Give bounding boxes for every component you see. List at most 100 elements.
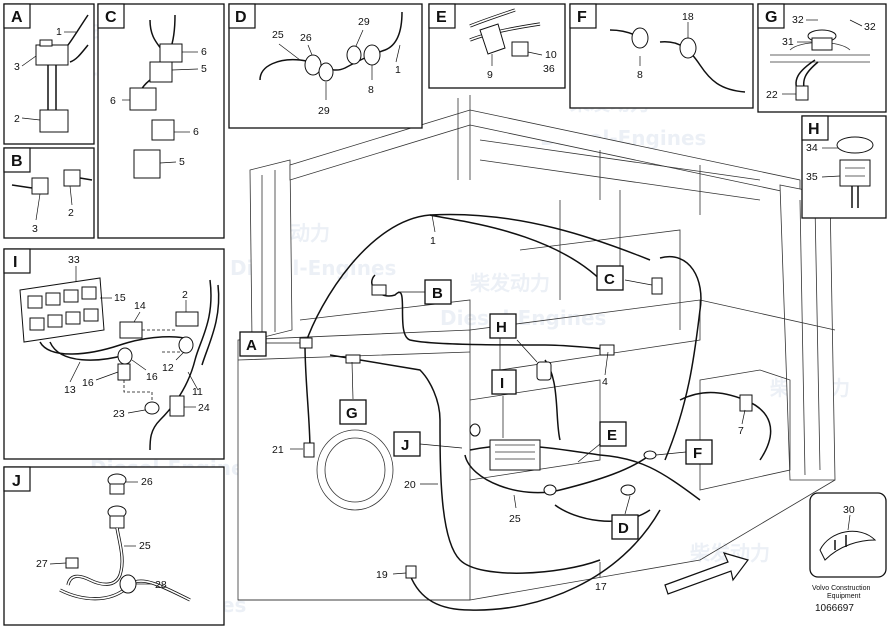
credit-line-2: Equipment (827, 593, 861, 600)
part-label: 6 (193, 126, 199, 138)
part-label: 16 (82, 377, 94, 389)
part-label: 30 (843, 504, 855, 516)
part-label: 32 (864, 21, 876, 33)
part-label: 7 (738, 425, 744, 437)
part-label: 18 (682, 11, 694, 23)
part-label: 21 (272, 444, 284, 456)
callout-letter: G (346, 405, 358, 422)
callout-letter: J (401, 437, 409, 454)
part-label: 23 (113, 408, 125, 420)
panel-letter: I (13, 254, 17, 271)
detail-panel-G: G 32 32 31 22 (757, 3, 887, 113)
part-label: 8 (637, 69, 643, 81)
callout-C[interactable] (596, 265, 624, 291)
part-label: 4 (602, 376, 608, 388)
detail-panel-30: 30 (809, 492, 887, 578)
part-label: 26 (141, 476, 153, 488)
panel-letter: E (436, 9, 447, 26)
cab-frame (237, 95, 836, 601)
part-label: 9 (487, 69, 493, 81)
main-labels: 1 4 7 21 20 25 19 17 (272, 214, 746, 593)
callout-letter: D (618, 520, 629, 537)
detail-panel-D: D 25 26 29 1 8 29 (228, 3, 423, 129)
callout-B[interactable] (424, 279, 452, 305)
grommet (543, 484, 557, 496)
part-label: 3 (32, 223, 38, 235)
part-label: 28 (155, 579, 167, 591)
part-label: 22 (766, 89, 778, 101)
part-label: 27 (36, 558, 48, 570)
part-label: 20 (404, 479, 416, 491)
part-label: 6 (110, 95, 116, 107)
part-label: 15 (114, 292, 126, 304)
part-label: 1 (56, 26, 62, 38)
detail-panel-F: F 18 8 (569, 3, 754, 109)
relay-block (489, 439, 541, 471)
part-label: 36 (543, 63, 555, 75)
part-label: 3 (14, 61, 20, 73)
part-number: 1066697 (815, 603, 854, 614)
detail-panel-J: J 26 25 27 28 (3, 466, 225, 626)
panel-letter: F (577, 9, 587, 26)
part-label: 19 (376, 569, 388, 581)
part-label: 33 (68, 254, 80, 266)
detail-panel-E: E 9 10 36 (428, 3, 566, 89)
part-label: 25 (139, 540, 151, 552)
detail-panel-A: A 1 3 2 (3, 3, 95, 145)
part-label: 29 (318, 105, 330, 117)
callout-letter: B (432, 285, 443, 302)
callout-G[interactable] (339, 399, 367, 425)
part-label: 25 (509, 513, 521, 525)
part-label: 10 (545, 49, 557, 61)
callout-E[interactable] (599, 421, 627, 447)
callout-J[interactable] (393, 431, 421, 457)
panel-letter: J (12, 473, 21, 490)
part-label: 5 (201, 63, 207, 75)
part-label: 26 (300, 32, 312, 44)
connector (371, 284, 387, 296)
part-label: 31 (782, 36, 794, 48)
callout-F[interactable] (685, 439, 713, 465)
callouts: B C A H G I J E F D (239, 265, 713, 540)
switch (536, 361, 552, 381)
callout-letter: A (246, 337, 257, 354)
part-label: 11 (192, 386, 203, 398)
callout-letter: E (607, 427, 617, 444)
main-harness (299, 213, 772, 611)
detail-panel-B: B 3 2 (3, 147, 95, 239)
part-label: 2 (68, 207, 74, 219)
credit-line-1: Volvo Construction (812, 585, 870, 592)
callout-H[interactable] (489, 313, 517, 339)
connector (739, 394, 753, 412)
callout-D[interactable] (611, 514, 639, 540)
callout-letter: C (604, 271, 615, 288)
part-label: 25 (272, 29, 284, 41)
watermark-en: Diesel-Engines (440, 306, 606, 330)
connector (651, 277, 663, 295)
part-label: 34 (806, 142, 818, 154)
connector (405, 565, 417, 579)
panel-letter: G (765, 9, 777, 26)
part-label: 16 (146, 371, 158, 383)
callout-I[interactable] (491, 369, 517, 395)
panel-letter: A (11, 9, 23, 26)
watermark-cn: 柴发动力 (469, 271, 550, 295)
part-label: 2 (14, 113, 20, 125)
callout-letter: H (496, 319, 507, 336)
part-label: 8 (368, 84, 374, 96)
part-label: 13 (64, 384, 76, 396)
part-label: 6 (201, 46, 207, 58)
callout-letter: F (693, 445, 702, 462)
part-label: 2 (182, 289, 188, 301)
part-label: 12 (162, 362, 174, 374)
direction-arrow (664, 552, 749, 595)
panel-letter: B (11, 153, 23, 170)
callout-A[interactable] (239, 331, 267, 357)
panel-letter: D (235, 9, 247, 26)
part-label: 1 (430, 235, 436, 247)
connector (299, 337, 313, 349)
grommet (643, 450, 657, 460)
detail-panel-C: C 6 5 6 6 5 (97, 3, 225, 239)
panel-letter: H (808, 121, 820, 138)
